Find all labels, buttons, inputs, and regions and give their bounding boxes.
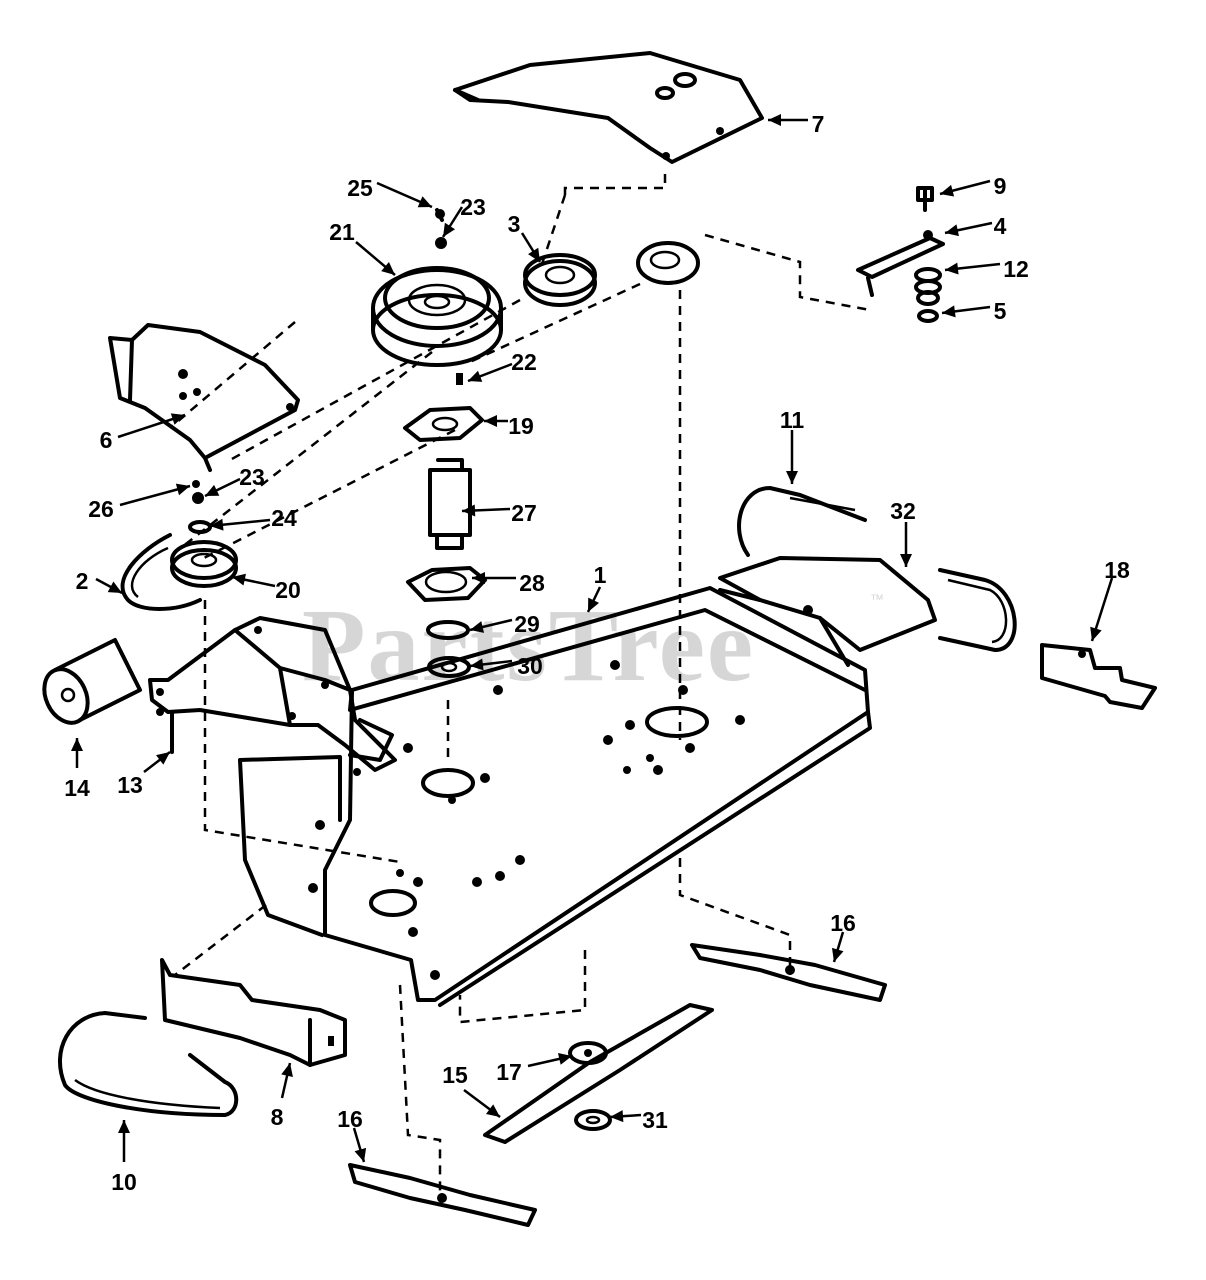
- callout-label-8: 8: [271, 1104, 284, 1130]
- drive-pulley: [371, 208, 503, 367]
- callout-arrowhead-31: [610, 1110, 624, 1123]
- baffle-18: [1040, 643, 1157, 710]
- callout-arrowhead-1: [588, 597, 600, 612]
- callout-label-16: 16: [337, 1106, 363, 1132]
- left-belt-guard: [108, 323, 300, 472]
- callout-arrowhead-4: [945, 224, 959, 237]
- callout-label-23: 23: [239, 464, 265, 490]
- callout-arrowhead-23: [443, 222, 456, 237]
- callout-label-21: 21: [329, 219, 355, 245]
- belt-right-loop: [938, 568, 1017, 652]
- top-belt-guard: [453, 51, 764, 164]
- callout-arrowhead-5: [942, 305, 956, 318]
- callout-label-29: 29: [514, 611, 540, 637]
- roller-14: [42, 638, 142, 725]
- right-discharge-chute: [718, 556, 937, 667]
- callout-label-14: 14: [64, 775, 90, 801]
- callout-label-17: 17: [496, 1059, 522, 1085]
- callout-label-11: 11: [780, 407, 805, 433]
- callout-arrowhead-13: [156, 752, 170, 765]
- left-idler-pulley: [170, 480, 238, 588]
- idler-pulleys: [523, 241, 700, 307]
- callout-arrowhead-10: [118, 1120, 130, 1133]
- callout-leaders: [71, 114, 1114, 1163]
- callout-label-15: 15: [442, 1062, 468, 1088]
- callout-arrowhead-19: [484, 415, 497, 427]
- callout-label-22: 22: [511, 349, 537, 375]
- baffle-8: [160, 958, 347, 1067]
- belt-10: [58, 1011, 239, 1117]
- callout-label-18: 18: [1104, 557, 1130, 583]
- callout-arrowhead-27: [462, 504, 476, 517]
- callout-label-9: 9: [994, 173, 1007, 199]
- callout-label-10: 10: [111, 1169, 137, 1195]
- callout-arrowhead-15: [486, 1104, 500, 1117]
- callout-arrowhead-17: [557, 1053, 572, 1065]
- callout-label-24: 24: [271, 505, 297, 531]
- callout-arrowhead-9: [940, 184, 955, 197]
- callout-arrowhead-25: [417, 196, 432, 208]
- callout-arrowhead-22: [468, 370, 483, 382]
- callout-label-20: 20: [275, 577, 301, 603]
- callout-label-6: 6: [100, 427, 113, 453]
- callout-label-7: 7: [812, 111, 825, 137]
- callout-arrowhead-21: [381, 262, 395, 275]
- callout-arrowhead-16: [354, 1147, 367, 1162]
- callout-arrowhead-14: [71, 738, 83, 751]
- callout-label-3: 3: [508, 211, 521, 237]
- left-deck-housing: [148, 616, 397, 772]
- callout-arrowhead-26: [175, 483, 190, 496]
- callout-arrowhead-20: [232, 573, 246, 586]
- callout-label-26: 26: [88, 496, 114, 522]
- blades: [348, 943, 887, 1227]
- callout-label-30: 30: [517, 653, 543, 679]
- callout-arrowhead-3: [528, 247, 540, 262]
- callout-label-19: 19: [508, 413, 534, 439]
- callout-label-4: 4: [994, 213, 1007, 239]
- callout-arrowhead-29: [470, 621, 485, 633]
- callout-label-2: 2: [76, 568, 89, 594]
- callout-arrowhead-28: [472, 572, 485, 584]
- callout-label-5: 5: [994, 298, 1007, 324]
- callout-label-28: 28: [519, 570, 545, 596]
- callout-arrowhead-32: [900, 554, 912, 567]
- callout-label-12: 12: [1003, 256, 1029, 282]
- callout-label-31: 31: [642, 1107, 668, 1133]
- callout-arrowhead-30: [470, 658, 484, 671]
- callout-label-32: 32: [890, 498, 916, 524]
- callout-arrowhead-23: [205, 484, 220, 496]
- spindle-assembly: [403, 373, 487, 678]
- callout-arrowhead-16: [831, 947, 844, 962]
- watermark-trademark: ™: [870, 591, 884, 607]
- callout-arrowhead-11: [786, 471, 798, 484]
- belt-11: [737, 486, 867, 557]
- callout-arrowhead-24: [210, 518, 224, 531]
- callout-label-23: 23: [460, 194, 486, 220]
- assembly-dashed-lines: [169, 170, 871, 1198]
- callout-arrowhead-6: [170, 413, 185, 425]
- callout-arrowhead-7: [768, 114, 781, 126]
- idler-arm-assembly: [856, 186, 945, 323]
- callout-arrowhead-18: [1090, 626, 1102, 641]
- callout-label-1: 1: [594, 562, 607, 588]
- callout-arrowhead-12: [945, 262, 959, 275]
- callout-label-16: 16: [830, 910, 856, 936]
- callout-label-27: 27: [511, 500, 537, 526]
- callout-arrowhead-2: [107, 581, 122, 593]
- belt-2: [120, 533, 202, 611]
- callout-label-13: 13: [117, 772, 143, 798]
- callout-arrowhead-8: [281, 1063, 293, 1078]
- callout-label-25: 25: [347, 175, 373, 201]
